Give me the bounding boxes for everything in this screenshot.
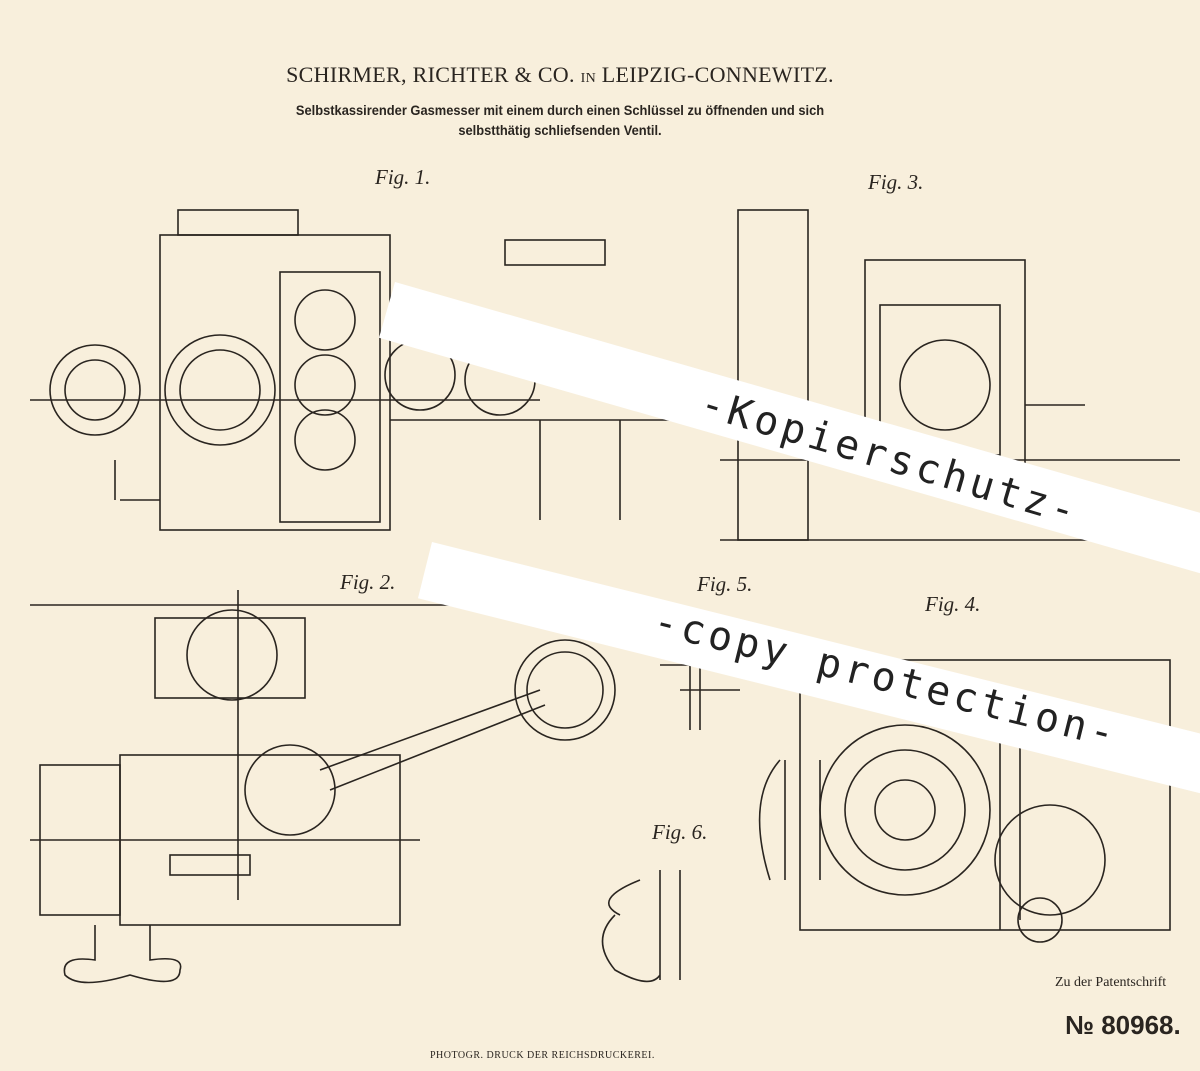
fig1-drawing [30, 209, 700, 531]
company-heading: SCHIRMER, RICHTER & CO. IN LEIPZIG-CONNE… [0, 62, 1120, 88]
patent-number: № 80968. [1065, 1010, 1181, 1040]
fig4-label: Fig. 4. [925, 592, 981, 616]
company-city: LEIPZIG-CONNEWITZ. [601, 62, 834, 87]
fig2-drawing [30, 590, 616, 984]
fig1-label: Fig. 1. [375, 165, 431, 189]
fig3-label: Fig. 3. [868, 170, 924, 194]
company-name: SCHIRMER, RICHTER & CO. [286, 62, 575, 87]
subtitle-line-1: Selbstkassirender Gasmesser mit einem du… [295, 102, 825, 118]
fig6-drawing [601, 870, 681, 983]
fig2-label: Fig. 2. [340, 570, 396, 594]
patent-reference-label: Zu der Patentschrift [1055, 975, 1167, 990]
subtitle-line-2: selbstthätig schliefsenden Ventil. [458, 122, 662, 138]
company-in: IN [580, 71, 596, 86]
patent-subtitle: Selbstkassirender Gasmesser mit einem du… [45, 100, 1075, 140]
printer-credit: PHOTOGR. DRUCK DER REICHSDRUCKEREI. [430, 1050, 655, 1061]
fig5-label: Fig. 5. [697, 572, 753, 596]
fig4-drawing [758, 659, 1171, 943]
fig6-label: Fig. 6. [652, 820, 708, 844]
